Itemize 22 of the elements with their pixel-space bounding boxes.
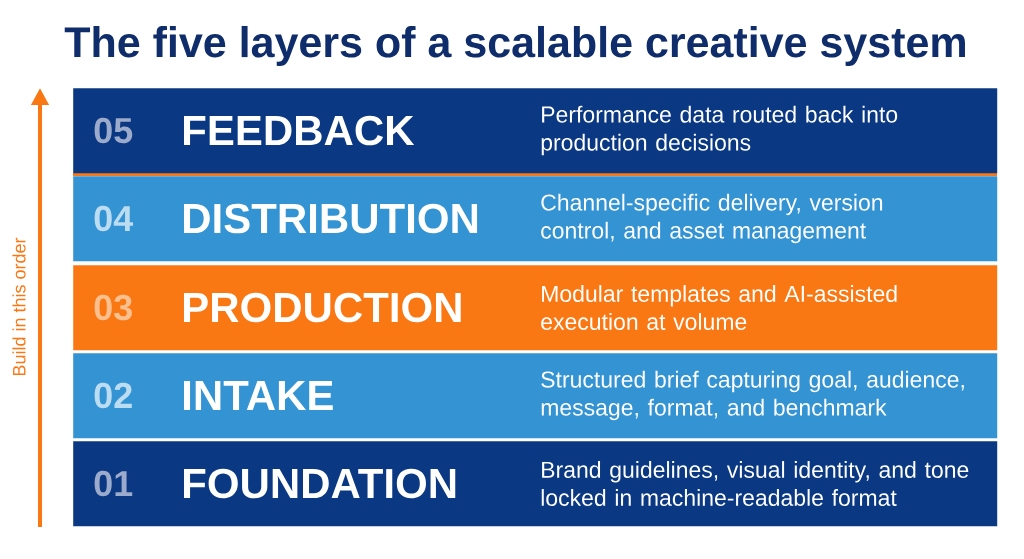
layer-heading: FOUNDATION (184, 468, 456, 499)
layer-description: Modular templates and AI-assisted execution at volume (541, 285, 897, 330)
layer-number: 05 (94, 117, 133, 144)
title: The five layers of a scalable creative system (64, 25, 965, 67)
layer-heading: PRODUCTION (184, 292, 461, 323)
layer-band (73, 88, 998, 174)
layer-band (73, 441, 998, 527)
layer-description: Brand guidelines, visual identity, and tone locked in machine-readable format (541, 461, 969, 506)
layer-heading: DISTRIBUTION (184, 203, 478, 234)
layer-band (73, 176, 998, 262)
layer-band (73, 353, 998, 439)
layer-number: 01 (94, 470, 133, 497)
layer-number: 03 (94, 294, 132, 321)
layer-heading: FEEDBACK (184, 115, 415, 146)
layer-number: 04 (94, 205, 134, 232)
layer-description: Structured brief capturing goal, audience, message, format, and benchmark (541, 370, 964, 421)
layer-description: Channel-specific delivery, version control, and asset management (541, 193, 883, 244)
layer-heading: INTAKE (184, 381, 333, 410)
layer-band (73, 265, 998, 351)
layer-number: 02 (94, 382, 132, 409)
vertical-label: Build in this order (12, 237, 26, 376)
layer-description: Performance data routed back into production decisions (541, 105, 898, 156)
